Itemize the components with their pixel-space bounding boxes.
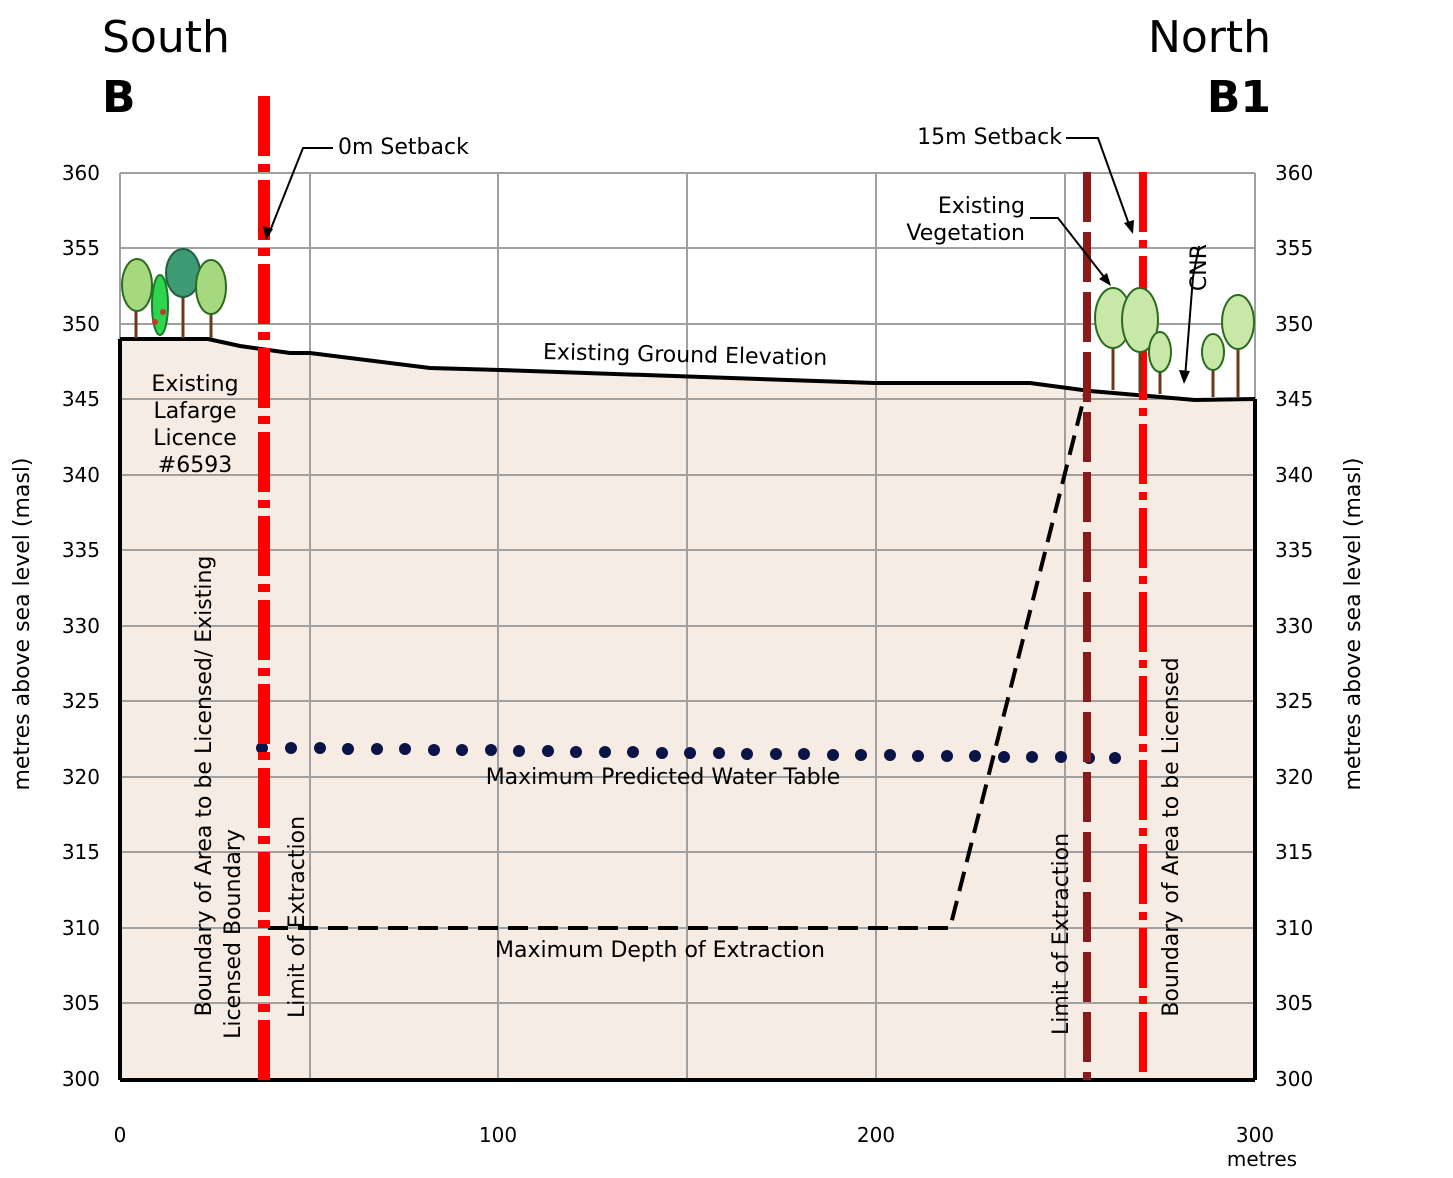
north-limit-label: Limit of Extraction (1049, 833, 1074, 1035)
section-b-label: B (102, 72, 136, 123)
svg-text:320: 320 (62, 765, 100, 789)
tree-group-left (121, 248, 227, 338)
svg-text:#6593: #6593 (158, 453, 232, 478)
y-axis-title-left: metres above sea level (masl) (10, 457, 35, 790)
y-axis-title-right: metres above sea level (masl) (1341, 457, 1366, 790)
svg-text:325: 325 (1275, 689, 1313, 713)
svg-text:Vegetation: Vegetation (906, 221, 1025, 246)
setback-0m-label: 0m Setback (338, 135, 469, 160)
svg-text:305: 305 (62, 991, 100, 1015)
svg-text:355: 355 (1275, 236, 1313, 260)
leader-lines (267, 137, 1200, 379)
tree-group-right (1094, 287, 1255, 397)
svg-text:340: 340 (62, 463, 100, 487)
svg-text:315: 315 (1275, 840, 1313, 864)
svg-text:Boundary of Area to be License: Boundary of Area to be Licensed/ Existin… (192, 556, 217, 1017)
svg-text:330: 330 (62, 614, 100, 638)
svg-text:305: 305 (1275, 991, 1313, 1015)
svg-text:350: 350 (62, 312, 100, 336)
y-ticks-left: 360 355 350 345 340 335 330 325 320 315 … (62, 161, 100, 1091)
north-label: North (1148, 12, 1271, 63)
north-boundary-label: Boundary of Area to be Licensed (1159, 657, 1184, 1016)
water-table-dots (256, 742, 1121, 764)
svg-text:345: 345 (62, 387, 100, 411)
ground-elevation-label: Existing Ground Elevation (543, 340, 828, 371)
svg-text:Lafarge: Lafarge (153, 399, 236, 424)
svg-text:100: 100 (479, 1123, 517, 1147)
water-table-label: Maximum Predicted Water Table (486, 765, 841, 790)
setback-15m-label: 15m Setback (917, 125, 1062, 150)
setback-0m-leader (267, 147, 333, 237)
y-ticks-right: 360 355 350 345 340 335 330 325 320 315 … (1275, 161, 1313, 1091)
depth-of-extraction-label: Maximum Depth of Extraction (495, 938, 825, 963)
max-depth-of-extraction-line (268, 381, 1090, 930)
svg-text:335: 335 (62, 538, 100, 562)
svg-text:350: 350 (1275, 312, 1313, 336)
svg-text:340: 340 (1275, 463, 1313, 487)
svg-text:200: 200 (857, 1123, 895, 1147)
svg-text:300: 300 (1275, 1067, 1313, 1091)
leader-arrowheads (263, 220, 1190, 384)
section-outline (118, 339, 1257, 1082)
svg-text:Licensed Boundary: Licensed Boundary (221, 829, 246, 1039)
svg-text:300: 300 (62, 1067, 100, 1091)
svg-text:345: 345 (1275, 387, 1313, 411)
svg-text:360: 360 (62, 161, 100, 185)
section-b1-label: B1 (1207, 72, 1271, 123)
svg-text:310: 310 (62, 916, 100, 940)
existing-ground-line (120, 337, 1256, 403)
svg-text:330: 330 (1275, 614, 1313, 638)
svg-text:300: 300 (1236, 1123, 1274, 1147)
x-unit-label: metres (1227, 1147, 1297, 1171)
vegetation-label: Existing Vegetation (906, 194, 1025, 246)
svg-text:320: 320 (1275, 765, 1313, 789)
svg-text:315: 315 (62, 840, 100, 864)
svg-text:360: 360 (1275, 161, 1313, 185)
svg-text:310: 310 (1275, 916, 1313, 940)
svg-text:Existing: Existing (151, 372, 238, 397)
svg-text:355: 355 (62, 236, 100, 260)
licence-label: Existing Lafarge Licence #6593 (151, 372, 238, 478)
x-ticks: 0 100 200 300 (114, 1123, 1274, 1147)
svg-text:Existing: Existing (938, 194, 1025, 219)
svg-text:335: 335 (1275, 538, 1313, 562)
cnr-leader (1184, 245, 1200, 379)
cnr-label: CNR (1187, 244, 1212, 291)
svg-text:325: 325 (62, 689, 100, 713)
svg-text:0: 0 (114, 1123, 127, 1147)
setback-15m-leader (1066, 137, 1132, 231)
vegetation-leader (1030, 217, 1109, 283)
south-label: South (102, 12, 230, 63)
south-limit-label: Limit of Extraction (285, 816, 310, 1018)
south-boundary-label: Boundary of Area to be Licensed/ Existin… (192, 556, 246, 1039)
grid (119, 172, 1256, 1080)
svg-text:Licence: Licence (153, 426, 237, 451)
